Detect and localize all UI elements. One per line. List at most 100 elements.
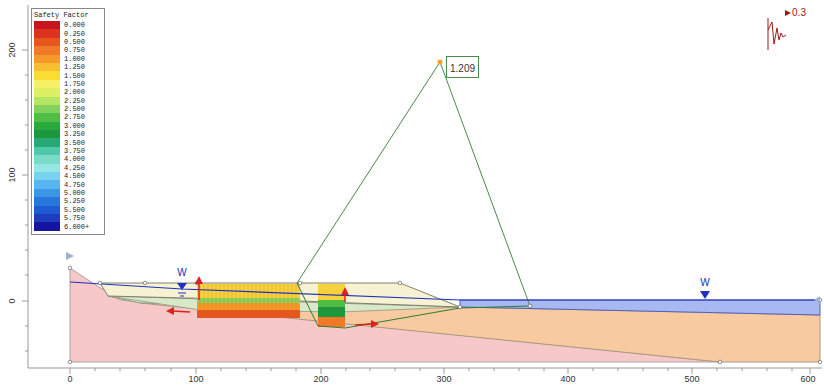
legend-label: 1.750 [64,80,85,88]
axis-number: 600 [800,375,815,384]
legend-row: 5.000 [34,189,102,197]
water-body [460,300,820,315]
slice-zone [197,310,300,318]
legend-label: 2.000 [64,88,85,96]
legend-label: 3.250 [64,130,85,138]
water-marker [177,283,187,290]
legend-label: 0.750 [64,46,85,54]
legend-swatch [34,155,60,163]
legend-swatch [34,21,60,29]
legend-row: 5.250 [34,197,102,205]
legend-row: 4.750 [34,180,102,188]
legend-label: 2.500 [64,105,85,113]
legend-label: 0.500 [64,38,85,46]
water-marker [700,291,710,299]
axis-number: 400 [560,375,575,384]
axis-number: 0 [67,375,72,384]
axis-number: 200 [8,42,17,57]
legend-row: 0.750 [34,46,102,54]
legend-label: 4.500 [64,172,85,180]
slice-zone [197,298,300,303]
seismic-arrow [785,10,791,16]
slice-zone [318,300,345,307]
legend-swatch [34,172,60,180]
legend-row: 1.000 [34,55,102,63]
legend-row: 5.500 [34,206,102,214]
legend-swatch [34,180,60,188]
slice-lines [200,284,296,318]
legend-row: 2.000 [34,88,102,96]
water-label: W [177,268,186,278]
legend-label: 3.000 [64,122,85,130]
legend-title: Safety Factor [34,11,102,19]
legend-row: 0.000 [34,21,102,29]
legend-swatch [34,71,60,79]
axis-number: 0 [8,298,17,303]
boundary-marker [66,252,74,260]
legend-label: 5.500 [64,206,85,214]
x-ruler [28,368,822,369]
legend-row: 4.500 [34,172,102,180]
legend-swatch [34,222,60,230]
legend-row: 1.500 [34,71,102,79]
axis-number: 300 [436,375,451,384]
legend-row: 1.250 [34,63,102,71]
boundary-marker [814,296,820,304]
legend-label: 4.250 [64,164,85,172]
slip-center [438,60,443,65]
slice-zone [318,317,345,327]
legend-label: 1.250 [64,63,85,71]
legend-swatch [34,113,60,121]
water-label: W [700,278,709,288]
legend-swatch [34,80,60,88]
legend-label: 2.750 [64,113,85,121]
legend-row: 6.000+ [34,222,102,230]
legend-row: 2.500 [34,105,102,113]
legend-label: 5.250 [64,197,85,205]
legend-label: 3.750 [64,147,85,155]
legend-row: 3.750 [34,147,102,155]
safety-factor-value: 1.209 [450,63,475,74]
legend-label: 1.500 [64,72,85,80]
legend-box: Safety Factor0.0000.2500.5000.7501.0001.… [31,8,105,235]
legend-swatch [34,63,60,71]
legend-swatch [34,105,60,113]
legend-swatch [34,197,60,205]
seismic-icon [768,18,786,50]
slice-zone [318,284,345,300]
slice-zone [318,307,345,317]
legend-swatch [34,38,60,46]
legend-row: 4.000 [34,155,102,163]
legend-row: 0.500 [34,38,102,46]
seismic-coefficient: 0.3 [792,8,806,18]
legend-label: 0.250 [64,30,85,38]
axis-number: 200 [313,375,328,384]
axis-number: 100 [8,167,17,182]
legend-label: 3.500 [64,139,85,147]
legend-row: 2.250 [34,97,102,105]
legend-row: 3.000 [34,122,102,130]
legend-swatch [34,88,60,96]
legend-label: 5.750 [64,214,85,222]
legend-swatch [34,55,60,63]
legend-swatch [34,206,60,214]
legend-row: 1.750 [34,80,102,88]
legend-label: 5.000 [64,189,85,197]
legend-swatch [34,138,60,146]
legend-row: 3.500 [34,138,102,146]
slip-surface [297,283,530,328]
legend-row: 3.250 [34,130,102,138]
legend-swatch [34,189,60,197]
legend-row: 4.250 [34,164,102,172]
radius-line [440,62,530,306]
slice-zone [197,284,300,298]
legend-label: 4.750 [64,181,85,189]
legend-label: 4.000 [64,155,85,163]
force-arrow [166,276,379,328]
legend-label: 1.000 [64,55,85,63]
y-ruler [28,5,29,368]
legend-swatch [34,164,60,172]
axis-number: 100 [188,375,203,384]
legend-row: 5.750 [34,214,102,222]
